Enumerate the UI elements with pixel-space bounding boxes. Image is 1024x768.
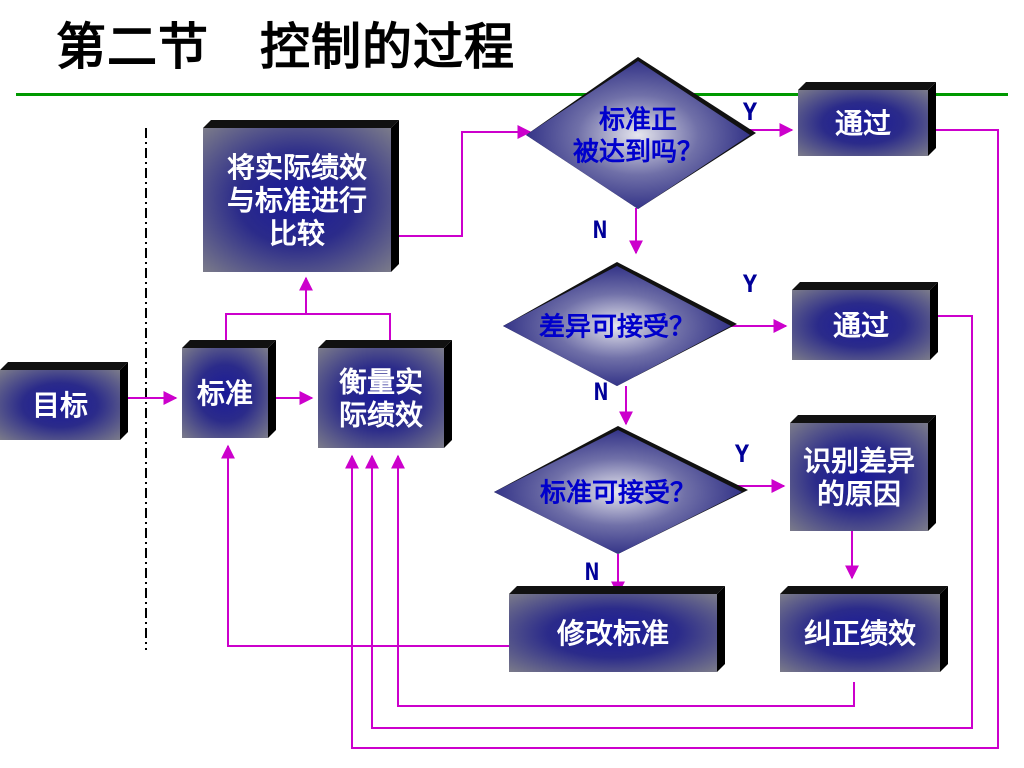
box-label: 通过 xyxy=(835,107,891,140)
box-label: 通过 xyxy=(833,309,889,342)
decision-label: 标准可接受？ xyxy=(540,477,696,508)
box-label: 衡量实 xyxy=(339,366,423,399)
decision-label: 标准正 xyxy=(599,105,677,135)
box-label: 修改标准 xyxy=(556,617,669,650)
pass-box-2: 通过 xyxy=(792,282,938,360)
box-label: 目标 xyxy=(32,389,88,422)
goal-box: 目标 xyxy=(0,362,128,440)
no-label-variance: N xyxy=(594,378,608,406)
flow-connector xyxy=(225,313,391,348)
box-label: 际绩效 xyxy=(339,399,423,432)
page-title: 第二节 控制的过程 xyxy=(56,18,515,76)
box-label: 与标准进行 xyxy=(227,184,367,217)
yes-label-met: Y xyxy=(743,98,758,126)
box-label: 将实际绩效 xyxy=(227,151,367,184)
standard-box: 标准 xyxy=(182,340,276,438)
decision-variance-acceptable: 差异可接受？ xyxy=(503,262,737,386)
box-label: 的原因 xyxy=(817,478,901,511)
box-label: 纠正绩效 xyxy=(804,617,916,650)
connectors xyxy=(120,123,999,749)
flow-connector xyxy=(365,315,973,729)
decision-label: 差异可接受？ xyxy=(539,311,695,342)
flow-connector xyxy=(345,129,999,749)
no-label-met: N xyxy=(593,216,607,244)
flow-connector xyxy=(391,125,532,237)
flow-connector xyxy=(391,454,855,707)
yes-label-variance: Y xyxy=(743,270,758,298)
decision-label: 被达到吗？ xyxy=(573,137,703,167)
yes-label-std: Y xyxy=(735,440,750,468)
no-label-std: N xyxy=(585,558,599,586)
title-divider xyxy=(16,93,1008,96)
decision-standard-acceptable: 标准可接受？ xyxy=(494,426,748,554)
flow-connector xyxy=(221,444,509,647)
correct-performance-box: 纠正绩效 xyxy=(780,586,948,672)
box-label: 识别差异 xyxy=(803,445,915,478)
pass-box-1: 通过 xyxy=(798,82,936,156)
box-label: 标准 xyxy=(197,377,253,410)
revise-standard-box: 修改标准 xyxy=(509,586,725,672)
box-label: 比较 xyxy=(269,217,325,250)
